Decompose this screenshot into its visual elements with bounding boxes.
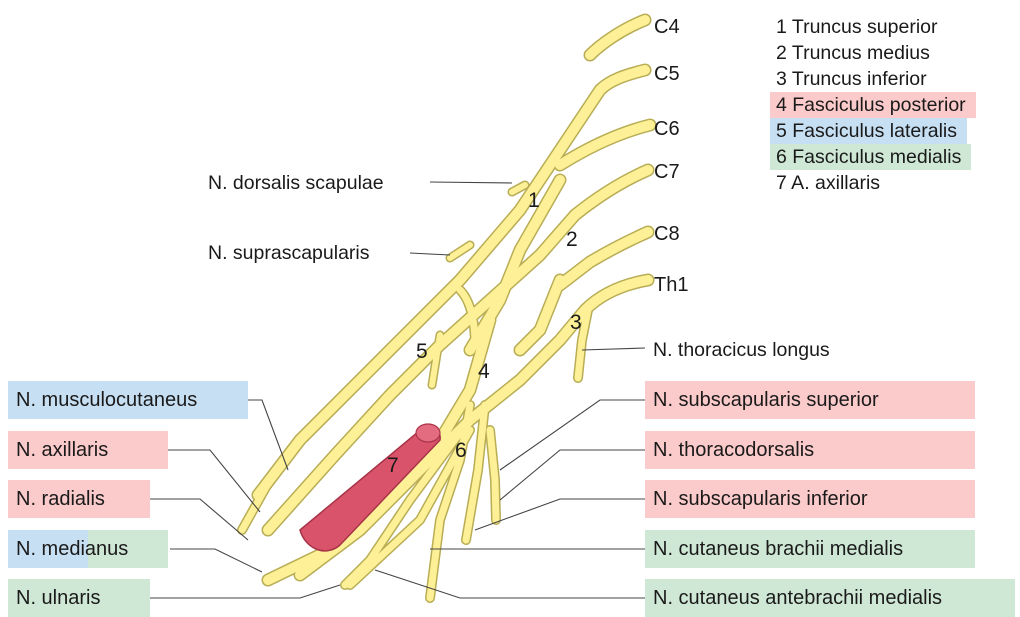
root-label-c4: C4 bbox=[654, 16, 680, 38]
legend-item-1: 1 Truncus superior bbox=[770, 14, 976, 40]
legend: 1 Truncus superior 2 Truncus medius 3 Tr… bbox=[770, 14, 976, 196]
label-musculocutaneus: N. musculocutaneus bbox=[8, 381, 248, 419]
label-subscapularis-superior: N. subscapularis superior bbox=[645, 381, 975, 419]
label-subscapularis-inferior: N. subscapularis inferior bbox=[645, 480, 975, 518]
number-4: 4 bbox=[478, 360, 490, 383]
root-label-c6: C6 bbox=[654, 118, 680, 140]
root-label-c8: C8 bbox=[654, 223, 680, 245]
number-5: 5 bbox=[416, 340, 428, 363]
label-cutaneus-brachii-medialis: N. cutaneus brachii medialis bbox=[645, 530, 975, 568]
root-labels: C4 C5 C6 C7 C8 Th1 bbox=[654, 16, 688, 296]
number-1: 1 bbox=[528, 189, 540, 212]
label-dorsalis-scapulae: N. dorsalis scapulae bbox=[208, 171, 384, 195]
label-thoracicus-longus: N. thoracicus longus bbox=[653, 338, 830, 362]
number-2: 2 bbox=[566, 228, 578, 251]
legend-item-4: 4 Fasciculus posterior bbox=[770, 92, 976, 118]
legend-item-2: 2 Truncus medius bbox=[770, 40, 976, 66]
number-7: 7 bbox=[387, 454, 399, 477]
legend-item-5: 5 Fasciculus lateralis bbox=[770, 118, 967, 144]
label-suprascapularis: N. suprascapularis bbox=[208, 241, 369, 265]
number-3: 3 bbox=[570, 311, 582, 334]
nerve-trunks bbox=[242, 20, 650, 598]
root-label-c5: C5 bbox=[654, 63, 680, 85]
label-medianus: N. medianus bbox=[8, 530, 168, 568]
legend-item-7: 7 A. axillaris bbox=[770, 170, 976, 196]
legend-item-3: 3 Truncus inferior bbox=[770, 66, 976, 92]
label-cutaneus-antebrachii-medialis: N. cutaneus antebrachii medialis bbox=[645, 579, 1015, 617]
root-label-th1: Th1 bbox=[654, 274, 688, 296]
label-ulnaris: N. ulnaris bbox=[8, 579, 150, 617]
root-label-c7: C7 bbox=[654, 161, 680, 183]
legend-item-6: 6 Fasciculus medialis bbox=[770, 144, 971, 170]
number-6: 6 bbox=[455, 439, 467, 462]
label-thoracodorsalis: N. thoracodorsalis bbox=[645, 431, 975, 469]
label-radialis: N. radialis bbox=[8, 480, 150, 518]
label-axillaris: N. axillaris bbox=[8, 431, 168, 469]
